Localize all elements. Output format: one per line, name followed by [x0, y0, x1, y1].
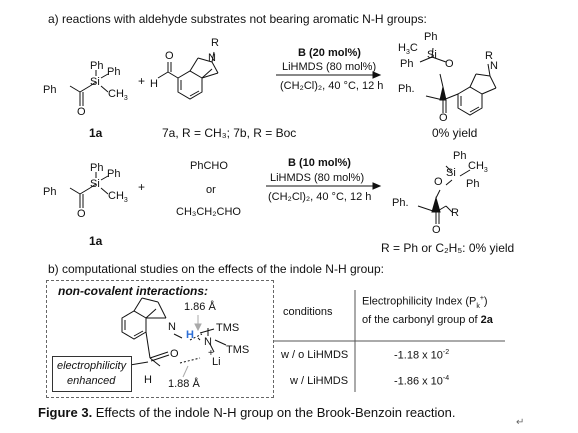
row1-aldehyde-r: R [211, 37, 219, 49]
row2-silane-ch3: CH3 [108, 190, 128, 205]
row2-aldehyde-1: PhCHO [190, 160, 228, 172]
row1-yield: 0% yield [432, 126, 478, 140]
row1-solvent: (CH₂Cl)₂, 40 °C, 12 h [280, 80, 384, 92]
nci-h2: H [144, 374, 152, 386]
row1-product-ph3: Ph. [398, 83, 415, 95]
row1-plus: + [138, 74, 146, 88]
row1-silane-bonds [69, 70, 109, 106]
row2-product-ph3: Ph. [392, 197, 409, 209]
figure-caption: Figure 3. Effects of the indole N-H grou… [38, 405, 455, 420]
nci-structure-bonds [121, 297, 227, 367]
row1-product-si: Si [427, 49, 437, 61]
row2-yield: R = Ph or C₂H₅: 0% yield [381, 241, 515, 255]
row2-silane-o: O [77, 208, 86, 220]
section-b-title: b) computational studies on the effects … [48, 262, 384, 276]
row1-product-n: N [490, 60, 498, 72]
section-a-title: a) reactions with aldehyde substrates no… [48, 12, 427, 26]
nci-li-charge: + [208, 348, 214, 359]
nci-h: H [186, 329, 194, 341]
nci-title: non-covalent interactions: [58, 284, 209, 298]
nci-li: Li [212, 356, 221, 368]
table-col2-header-l1: Electrophilicity Index (Pk+) [362, 295, 488, 310]
row1-label-7: 7a, R = CH₃; 7b, R = Boc [162, 126, 297, 140]
row2-label-1a: 1a [89, 234, 103, 248]
return-mark: ↵ [516, 417, 525, 428]
row2-product-bonds [417, 165, 471, 224]
row2-product-o1: O [434, 176, 443, 188]
row1-product-ph1: Ph [424, 31, 438, 43]
row1-catalyst: B (20 mol%) [298, 47, 361, 59]
nci-tms1: TMS [216, 322, 240, 334]
row2-product-ph2: Ph [466, 178, 480, 190]
row2-plus: + [138, 180, 146, 194]
row2-product-ch3: CH3 [468, 160, 488, 175]
row2-silane-ph1: Ph [43, 186, 57, 198]
nci-n2: N [204, 336, 212, 348]
row1-product-r: R [485, 50, 493, 62]
row1-silane-ph2: Ph [90, 60, 104, 72]
row2-base: LiHMDS (80 mol%) [270, 172, 365, 184]
table-row2-value: -1.86 x 10-4 [394, 375, 450, 388]
row1-product-bonds [419, 47, 497, 116]
row2-silane-si: Si [90, 178, 100, 190]
row1-label-1a: 1a [89, 126, 103, 140]
row2-aldehyde-2: CH₃CH₂CHO [176, 206, 241, 218]
row2-catalyst: B (10 mol%) [288, 157, 351, 169]
row1-aldehyde-h: H [150, 78, 158, 90]
row1-silane-si: Si [90, 76, 100, 88]
row1-base: LiHMDS (80 mol%) [282, 61, 377, 73]
row2-solvent: (CH₂Cl)₂, 40 °C, 12 h [268, 191, 372, 203]
row2-silane-bonds [69, 172, 109, 208]
row1-product-o2: O [439, 112, 448, 124]
row2-product-si: Si [446, 167, 456, 179]
row1-aldehyde-n: N [208, 52, 216, 64]
row2-product-r: R [451, 207, 459, 219]
nci-n1: N [168, 321, 176, 333]
row1-product-o1: O [445, 58, 454, 70]
nci-o: O [170, 348, 179, 360]
row1-silane-ph3: Ph [107, 66, 121, 78]
electrophilicity-enhanced-box: electrophilicity enhanced [52, 356, 132, 392]
table-row2-condition: w / LiHMDS [290, 375, 349, 387]
row1-aldehyde-o: O [165, 50, 174, 62]
caption-text: Effects of the indole N-H group on the B… [92, 405, 456, 420]
row1-indole-bonds [157, 51, 219, 100]
row1-product-h3c: H3C [398, 42, 418, 57]
table-col1-header: conditions [283, 306, 333, 318]
nci-dist1: 1.86 Å [184, 301, 216, 313]
row2-product-o2: O [432, 224, 441, 236]
table-row1-value: -1.18 x 10-2 [394, 349, 450, 362]
row2-silane-ph2: Ph [90, 162, 104, 174]
row2-silane-ph3: Ph [107, 168, 121, 180]
table-row1-condition: w / o LiHMDS [281, 349, 349, 361]
nci-tms2: TMS [226, 344, 250, 356]
enhanced-line2: enhanced [67, 375, 116, 387]
caption-label: Figure 3. [38, 405, 93, 420]
nci-dist2: 1.88 Å [168, 378, 200, 390]
row1-silane-o: O [77, 106, 86, 118]
row2-or: or [206, 184, 216, 196]
enhanced-line1: electrophilicity [57, 360, 127, 372]
row2-product-ph1: Ph [453, 150, 467, 162]
nci-box [46, 280, 274, 398]
row1-silane-ph1: Ph [43, 84, 57, 96]
row1-product-ph2: Ph [400, 58, 414, 70]
table-col2-header-l2: of the carbonyl group of 2a [362, 314, 493, 326]
row1-silane-ch3: CH3 [108, 88, 128, 103]
